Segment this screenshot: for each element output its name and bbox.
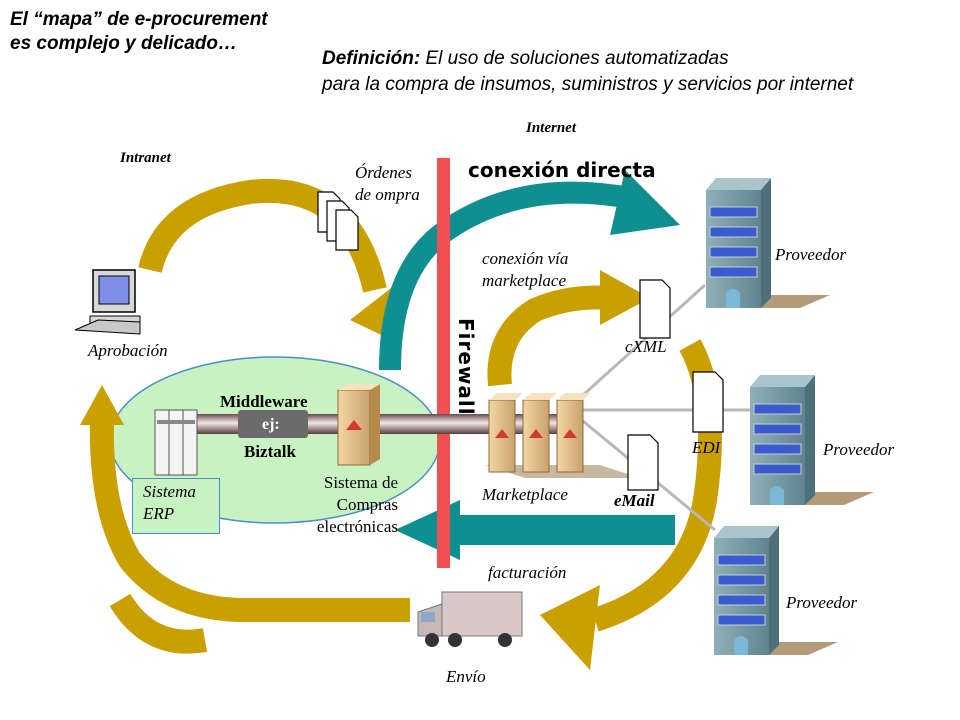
supplier-label-1: Proveedor <box>775 245 847 264</box>
arrow-invoice-head <box>395 500 460 560</box>
marketplace-connection-line1: conexión vía <box>482 249 569 268</box>
shipping-label: Envío <box>446 667 486 686</box>
orders-label-line1: Órdenes <box>355 163 412 182</box>
direct-connection-label: conexión directa <box>468 158 656 182</box>
procurement-system-line1: Sistema de <box>323 473 398 492</box>
internet-label: Internet <box>526 120 577 136</box>
erp-label-line2: ERP <box>143 504 175 523</box>
page-title-line1: El “mapa” de e-procurement <box>10 9 268 30</box>
supplier-label-3: Proveedor <box>786 593 858 612</box>
procurement-system-line2: Compras <box>336 495 398 514</box>
marketplace-connection-label: conexión vía marketplace <box>482 248 568 292</box>
arrow-left-curve <box>109 593 208 654</box>
computer-icon <box>74 269 141 335</box>
definition-line1: El uso de soluciones automatizadas <box>425 48 729 69</box>
documents-icon <box>317 191 359 251</box>
arrow-invoice-body <box>455 515 675 545</box>
middleware-box <box>238 410 308 438</box>
erp-label-line1: Sistema <box>143 482 196 501</box>
cxml-label: cXML <box>625 337 667 356</box>
supplier-building-3 <box>714 526 838 655</box>
arrow-invoice-loop-head <box>540 585 600 670</box>
cxml-document-icon <box>639 279 671 339</box>
arrow-marketplace-loop <box>487 285 611 387</box>
middleware-label-line1: Middleware <box>220 392 308 411</box>
supplier-building-1 <box>706 178 830 308</box>
erp-box: Sistema ERP <box>132 478 220 534</box>
marketplace-servers-icon <box>485 393 640 478</box>
marketplace-label: Marketplace <box>482 485 568 504</box>
marketplace-connection-line2: marketplace <box>482 271 567 290</box>
arrow-shipping-loop <box>89 419 410 622</box>
erp-server-icon <box>154 409 198 476</box>
procurement-system-line3: electrónicas <box>316 517 398 536</box>
arrow-direct-connection-head <box>610 170 680 235</box>
page-title: El “mapa” de e-procurement es complejo y… <box>10 8 330 56</box>
supplier-building-2 <box>750 375 874 505</box>
edi-label: EDI <box>692 438 721 457</box>
middleware-label-line2: ej: <box>262 416 280 433</box>
intranet-label: Intranet <box>120 150 171 166</box>
arrow-marketplace-loop-head <box>600 270 650 325</box>
firewall-bar <box>437 158 450 568</box>
truck-icon <box>417 591 523 647</box>
middleware-label-line3: Biztalk <box>244 442 296 461</box>
procurement-system-label: Sistema de Compras electrónicas <box>296 472 398 538</box>
invoicing-label: facturación <box>488 563 567 582</box>
definition-line2: para la compra de insumos, suministros y… <box>322 74 854 95</box>
procurement-server-icon <box>337 384 380 466</box>
orders-label: Órdenes de ompra <box>355 162 420 206</box>
edi-document-icon <box>692 371 724 433</box>
definition: Definición: El uso de soluciones automat… <box>322 46 942 98</box>
firewall-label: Firewall <box>454 318 478 416</box>
email-document-icon <box>627 434 659 491</box>
page-title-line2: es complejo y delicado… <box>10 33 238 54</box>
orders-label-line2: de ompra <box>355 185 420 204</box>
supplier-label-2: Proveedor <box>823 440 895 459</box>
approval-label: Aprobación <box>88 341 168 360</box>
email-label: eMail <box>614 491 655 510</box>
arrow-shipping-loop-head <box>80 385 124 425</box>
definition-label: Definición: <box>322 48 421 69</box>
